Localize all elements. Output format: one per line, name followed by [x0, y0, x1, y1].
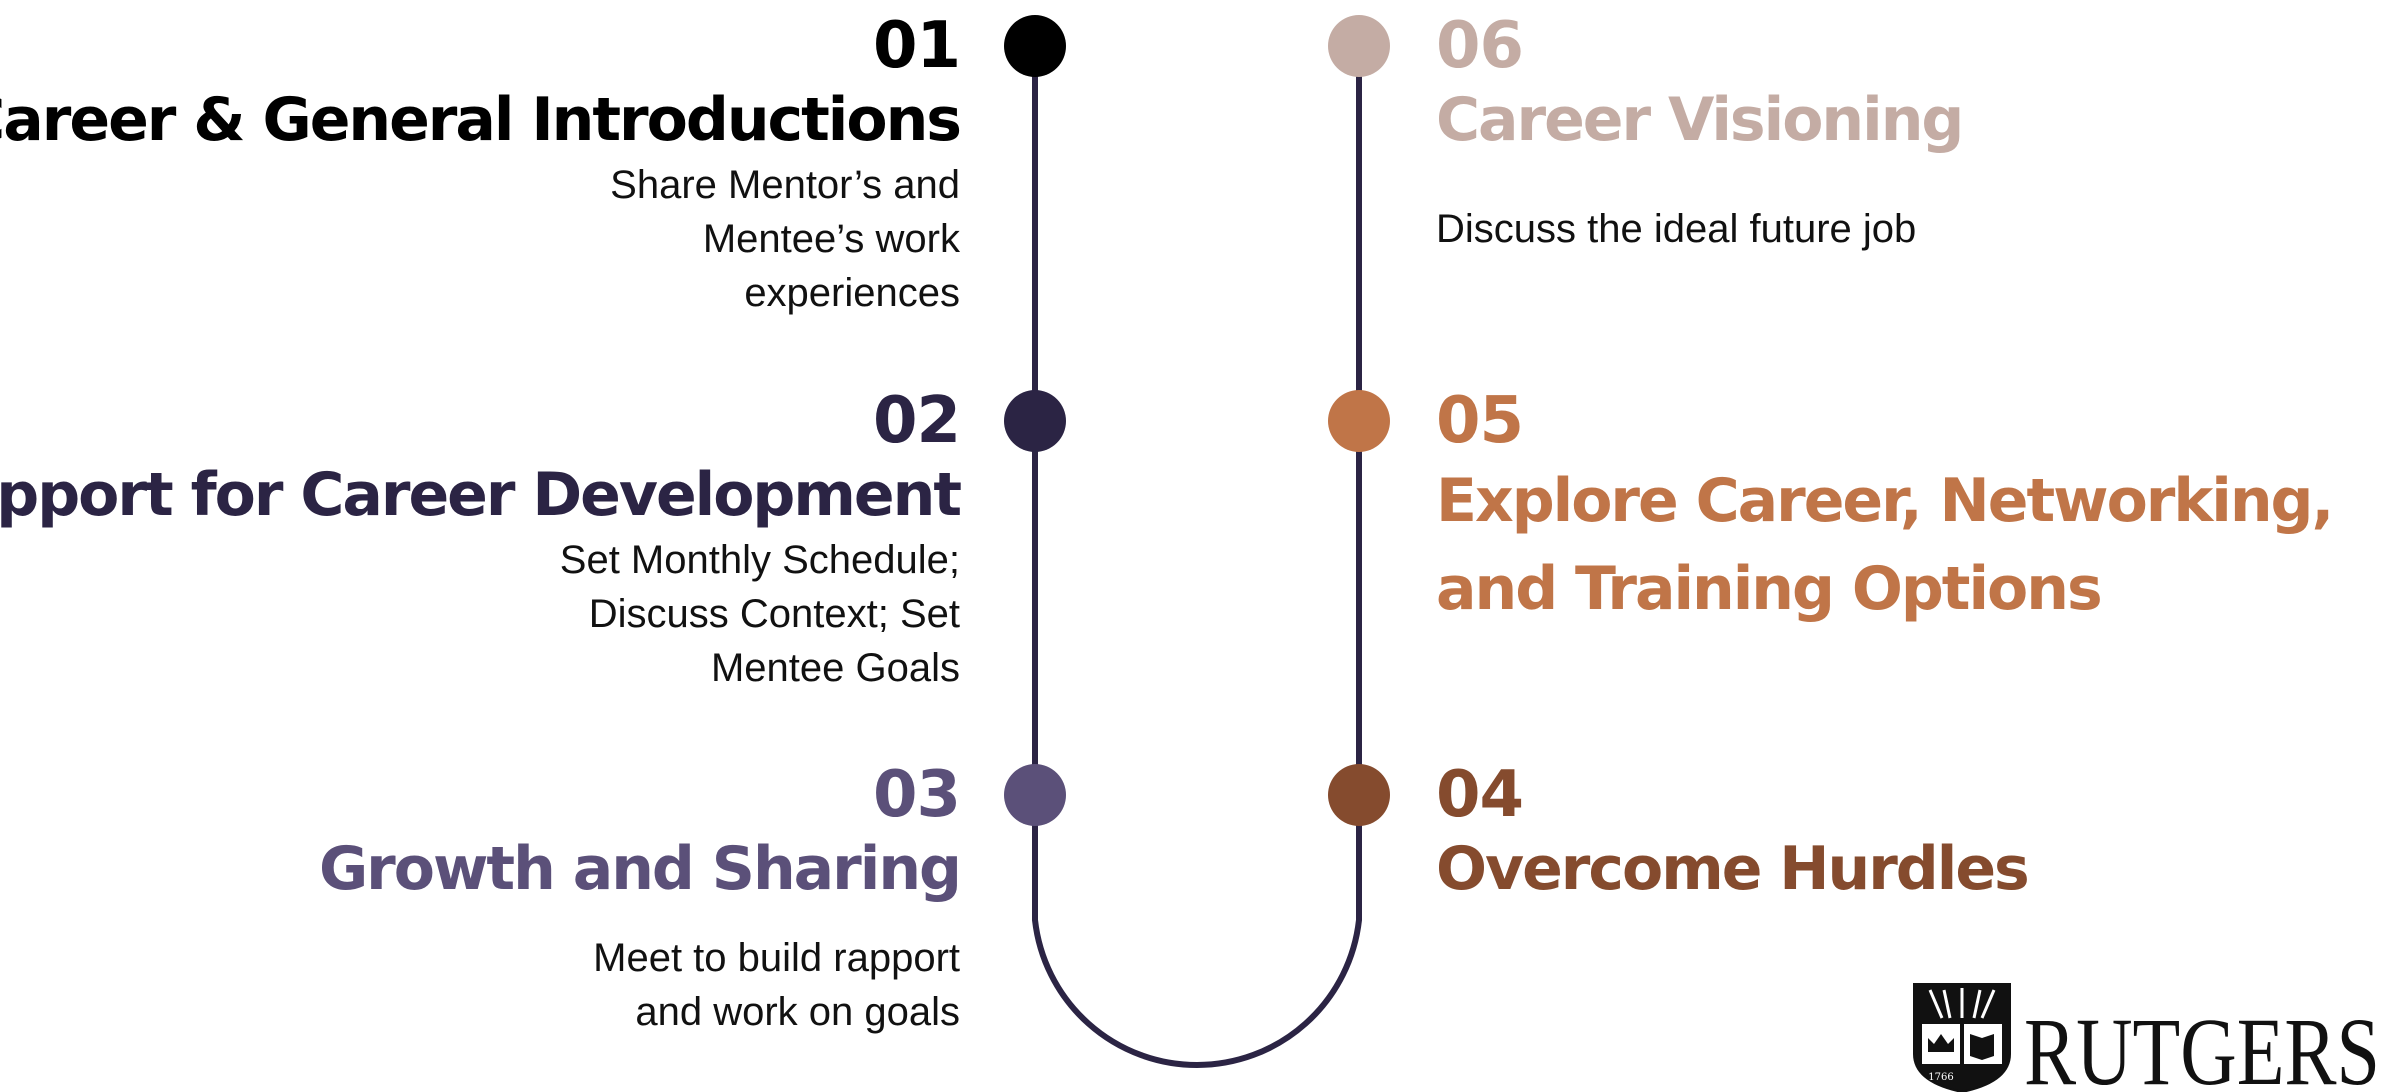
step-description: Set Monthly Schedule; Discuss Context; S… [559, 538, 960, 690]
step-01-marker [1004, 15, 1066, 77]
step-title: Explore Career, Networking, and Training… [1436, 466, 2334, 624]
step-description: Meet to build rapport and work on goals [593, 936, 960, 1034]
step-description: Discuss the ideal future job [1436, 207, 1917, 251]
step-05-marker [1328, 390, 1390, 452]
logo-year: 1766 [1928, 1072, 1953, 1083]
step-02: 02 Support for Career Development Set Mo… [0, 384, 962, 695]
step-title: Overcome Hurdles [1436, 834, 2030, 904]
step-02-marker [1004, 390, 1066, 452]
step-number: 04 [1436, 758, 1524, 832]
step-title: Career & General Introductions [0, 85, 962, 155]
step-number: 05 [1436, 384, 1524, 458]
step-04-marker [1328, 764, 1390, 826]
step-number: 03 [872, 758, 961, 832]
step-01: 01 Career & General Introductions Share … [0, 9, 962, 320]
logo-wordmark: RUTGERS [2024, 998, 2380, 1092]
rutgers-shield-icon: 1766 [1913, 983, 2011, 1092]
step-title: Career Visioning [1436, 85, 1964, 155]
step-03: 03 Growth and Sharing Meet to build rapp… [318, 758, 962, 1039]
step-title: Growth and Sharing [318, 834, 962, 904]
step-description: Share Mentor’s and Mentee’s work experie… [610, 163, 960, 315]
step-06: 06 Career Visioning Discuss the ideal fu… [1436, 10, 2136, 256]
step-number: 01 [872, 9, 961, 83]
step-04: 04 Overcome Hurdles [1436, 758, 2030, 907]
step-03-marker [1004, 764, 1066, 826]
step-05: 05 Explore Career, Networking, and Train… [1436, 385, 2376, 633]
step-number: 06 [1436, 9, 1524, 83]
step-06-marker [1328, 15, 1390, 77]
rutgers-logo: 1766 RUTGERS [1913, 983, 2380, 1092]
step-number: 02 [872, 384, 961, 458]
step-title: Support for Career Development [0, 460, 962, 530]
